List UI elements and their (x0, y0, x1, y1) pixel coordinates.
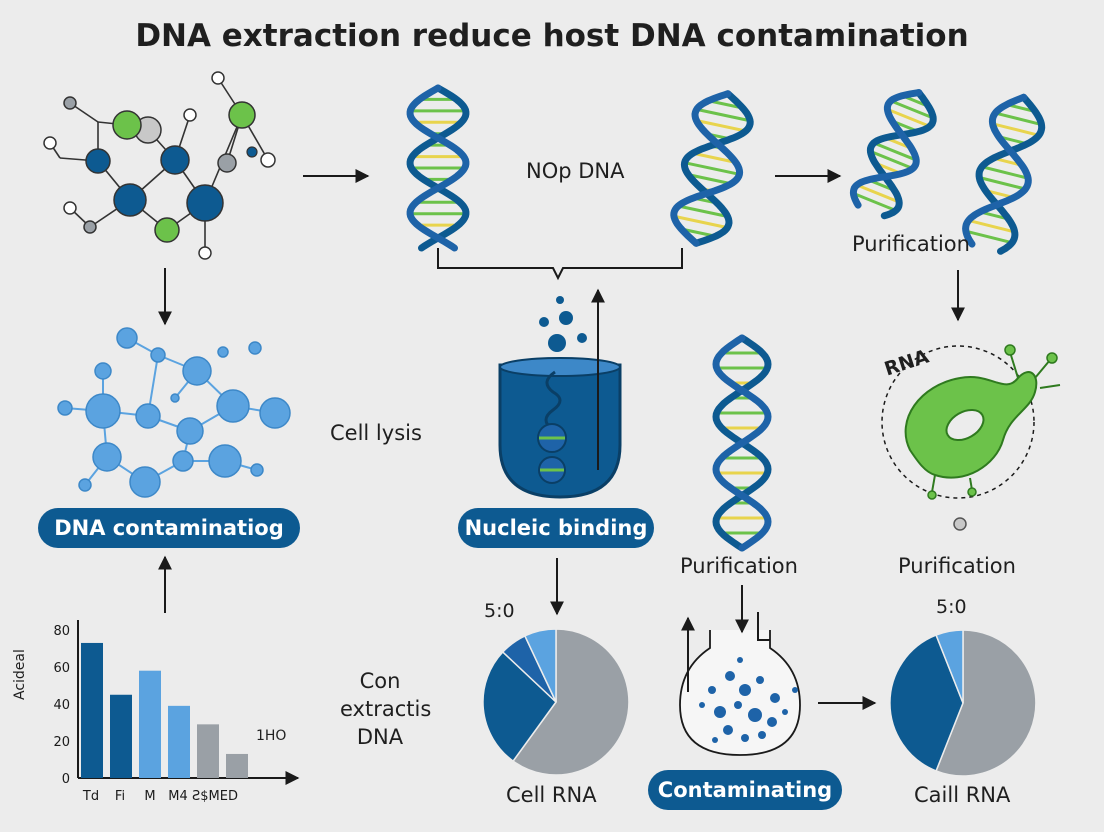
helix-strand (406, 84, 470, 252)
bar (197, 724, 219, 778)
bar-category-label: Fi (115, 789, 125, 804)
pie-chart-cell-rna (482, 628, 630, 776)
bar-chart-annotation: 1HO (256, 728, 287, 744)
bar-y-tick: 0 (62, 772, 70, 787)
label-cell-lysis: Cell lysis (330, 421, 422, 445)
base-pair (696, 107, 751, 123)
pie-slice (935, 629, 964, 704)
dna-helix-5 (712, 334, 772, 552)
bar-category-label: Ƨ$MED (192, 789, 238, 804)
helix-strand (670, 90, 744, 247)
beaker (498, 296, 622, 499)
flask-side-line (757, 612, 770, 641)
base-pair (692, 151, 736, 164)
base-pair (873, 141, 917, 162)
bracket (437, 248, 683, 281)
base-pair (688, 173, 732, 186)
green-cell (881, 344, 1061, 531)
bar (226, 753, 248, 778)
label-pie1-value: 5:0 (484, 600, 515, 622)
dna-helix-2 (670, 90, 754, 247)
pie-chart-caill-rna (889, 629, 1037, 777)
base-pair (994, 111, 1042, 126)
bar-y-tick: 80 (53, 624, 70, 639)
base-pair (965, 229, 1013, 245)
bar-y-tick: 20 (53, 735, 70, 750)
base-pair (981, 165, 1029, 180)
dna-helix-3 (849, 89, 937, 220)
bar (110, 694, 132, 778)
base-pair (992, 122, 1040, 137)
base-pair (677, 204, 728, 218)
blue-network (57, 327, 291, 498)
pie-slice (935, 629, 1037, 777)
flask (679, 630, 801, 756)
label-extractis: extractis (340, 697, 432, 721)
bar (81, 642, 103, 778)
pill-contaminating: Contaminating (648, 770, 842, 810)
pie-slice (523, 628, 557, 703)
bar-chart-ylabel: Acideal (12, 649, 28, 700)
label-con: Con (359, 669, 401, 693)
label-purification-top: Purification (852, 232, 970, 256)
page-title: DNA extraction reduce host DNA contamina… (135, 18, 969, 54)
label-caill-rna: Caill RNA (914, 783, 1011, 807)
bar (139, 670, 161, 778)
helix-strand (962, 93, 1032, 248)
dna-helix-4 (962, 93, 1046, 255)
base-pair (696, 119, 747, 133)
label-dna: DNA (356, 725, 404, 749)
molecule-cluster (43, 71, 276, 260)
label-cell-rna: Cell RNA (506, 783, 597, 807)
helix-strand (406, 84, 470, 252)
pill-nucleic-binding: Nucleic binding (458, 508, 654, 548)
bar-category-label: Td (82, 789, 99, 804)
label-pie2-value: 5:0 (936, 596, 967, 618)
helix-strand (712, 334, 772, 552)
helix-strand (866, 89, 937, 220)
pie-slice (482, 650, 557, 763)
pie-slice (512, 628, 630, 776)
base-pair (978, 176, 1026, 191)
base-pair (886, 107, 931, 128)
pie-slice (889, 634, 964, 772)
base-pair (856, 183, 900, 204)
base-pair (852, 192, 897, 212)
pill-dna-contaminatiog: DNA contaminatiog (38, 508, 300, 548)
bar-y-tick: 40 (53, 698, 70, 713)
base-pair (890, 99, 934, 120)
base-pair (968, 219, 1016, 234)
bar (168, 705, 190, 778)
base-pair (673, 214, 728, 230)
dna-helix-1 (406, 84, 470, 252)
bar-category-label: M (144, 789, 155, 804)
helix-strand (680, 90, 754, 247)
label-purification-right: Purification (898, 554, 1016, 578)
label-purification-mid: Purification (680, 554, 798, 578)
helix-strand (849, 89, 923, 209)
base-pair (869, 149, 914, 170)
label-nop-dna: NOp DNA (526, 159, 625, 183)
bar-category-label: M4 (168, 789, 188, 804)
base-pair (684, 161, 740, 176)
helix-strand (975, 93, 1046, 255)
bar-y-tick: 60 (53, 661, 70, 676)
